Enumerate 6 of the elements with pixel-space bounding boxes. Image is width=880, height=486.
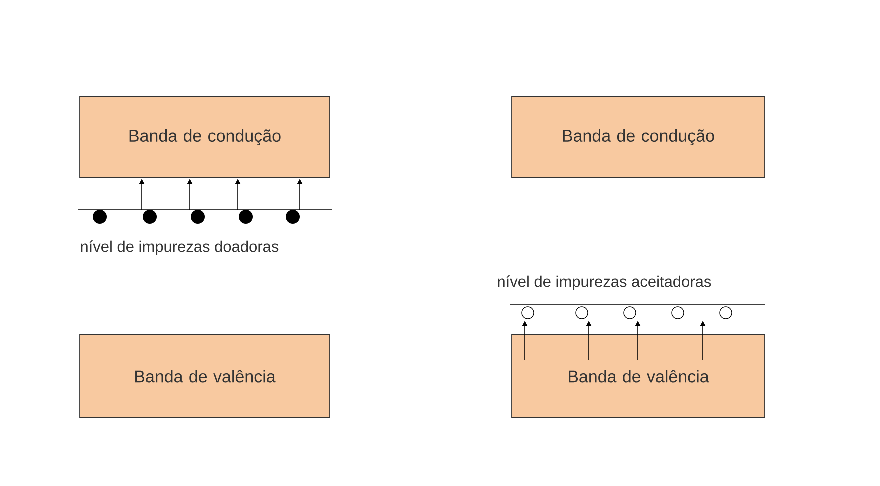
band-box: Banda de valência — [512, 334, 766, 418]
band-box: Banda de condução — [512, 96, 766, 178]
band-box: Banda de valência — [80, 334, 330, 418]
level-label: nível de impurezas aceitadoras — [498, 276, 712, 290]
level-label: nível de impurezas doadoras — [81, 240, 279, 256]
band-box: Banda de condução — [80, 96, 330, 178]
